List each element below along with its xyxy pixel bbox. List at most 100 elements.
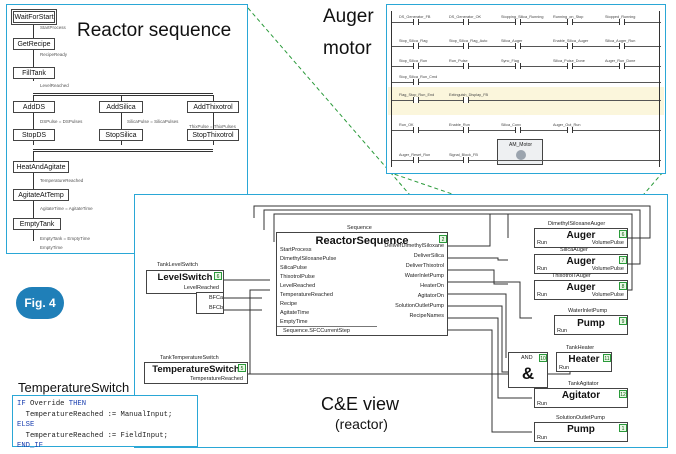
ladder-contact[interactable]	[515, 127, 521, 133]
ladder-contact[interactable]	[463, 127, 469, 133]
ladder-contact[interactable]	[413, 19, 419, 25]
ladder-contact[interactable]	[463, 157, 469, 163]
ladder-contact-label: Silica_Auger	[501, 39, 523, 43]
reactor-sequence-title: Reactor sequence	[77, 20, 232, 41]
heater-type: Heater	[568, 354, 600, 365]
ladder-contact[interactable]	[413, 97, 419, 103]
reactor-sequence-footer: Sequence.SFCCurrentStep	[283, 328, 350, 334]
ladder-contact[interactable]	[463, 97, 469, 103]
step-wait-for-start[interactable]: WaitForStart	[13, 11, 55, 23]
and-gate-type: AND	[521, 355, 533, 361]
and-gate-symbol: &	[521, 364, 535, 383]
ladder-contact-label: Run_OK	[399, 123, 414, 127]
auger1-input: Run	[537, 240, 548, 246]
ladder-contact[interactable]	[515, 43, 521, 49]
trn-ds-pulse: DSPulse = DSPulses	[40, 119, 83, 124]
ladder-contact[interactable]	[619, 19, 625, 25]
step-empty-tank[interactable]: EmptyTank	[13, 218, 61, 230]
pump1-instance: WaterInletPump	[568, 308, 608, 314]
ladder-contact[interactable]	[413, 127, 419, 133]
and-gate-block[interactable]: AND 10 &	[508, 352, 548, 388]
auger-title-2: motor	[323, 38, 372, 59]
step-stop-ds[interactable]: StopDS	[13, 129, 55, 141]
ladder-contact-label: Stopping_Silica_Running	[501, 15, 544, 19]
level-switch-number: 6	[214, 272, 222, 280]
rs-input-pin: EmptyTime	[280, 319, 308, 325]
step-add-silica[interactable]: AddSilica	[99, 101, 143, 113]
code-line: TemperatureReached := FieldInput;	[17, 431, 193, 442]
agitator-block[interactable]: Agitator 12 Run	[534, 388, 628, 408]
auger1-output: VolumePulse	[591, 240, 624, 246]
level-switch-block[interactable]: LevelSwitch 6 LevelReached	[146, 270, 224, 294]
code-keyword: IF	[17, 400, 26, 408]
rs-input-pin: AgitateTime	[280, 310, 310, 316]
ladder-contact[interactable]	[463, 63, 469, 69]
ladder-contact[interactable]	[567, 127, 573, 133]
step-get-recipe[interactable]: GetRecipe	[13, 38, 55, 50]
ladder-contact[interactable]	[515, 63, 521, 69]
ladder-contact-label: Enable_Run	[449, 123, 470, 127]
agitator-instance: TankAgitator	[568, 381, 599, 387]
step-agitate-at-temp[interactable]: AgitateAtTemp	[13, 189, 69, 201]
step-stop-silica[interactable]: StopSilica	[99, 129, 143, 141]
auger2-block[interactable]: Auger 7 Run VolumePulse	[534, 254, 628, 274]
step-fill-tank[interactable]: FillTank	[13, 67, 55, 79]
rs-output-pin: HeaterOn	[420, 283, 444, 289]
ladder-contact[interactable]	[567, 63, 573, 69]
heater-block[interactable]: Heater 11 Run	[556, 352, 612, 372]
ladder-contact[interactable]	[619, 43, 625, 49]
auger3-block[interactable]: Auger 8 Run VolumePulse	[534, 280, 628, 300]
ladder-contact[interactable]	[567, 43, 573, 49]
ladder-rail	[391, 11, 392, 167]
pump2-input: Run	[537, 435, 548, 441]
ladder-rung	[391, 160, 661, 161]
ladder-rung	[391, 130, 661, 131]
code-keyword: THEN	[68, 400, 87, 408]
heater-number: 11	[603, 354, 611, 362]
temperature-switch-output: TemperatureReached	[190, 376, 243, 382]
and-gate-number: 10	[539, 354, 547, 362]
temperature-code-title: TemperatureSwitch	[18, 380, 130, 395]
step-add-thixotrol[interactable]: AddThixotrol	[187, 101, 239, 113]
temperature-switch-type: TemperatureSwitch	[152, 364, 240, 375]
ladder-contact[interactable]	[515, 19, 521, 25]
ladder-rail	[659, 11, 660, 167]
branch-2	[121, 95, 122, 145]
ladder-contact[interactable]	[567, 19, 573, 25]
ladder-contact[interactable]	[413, 63, 419, 69]
am-motor-title: AM_Motor	[509, 142, 533, 148]
step-stop-thixotrol[interactable]: StopThixotrol	[187, 129, 239, 141]
rs-output-pin: DeliverSilica	[413, 253, 444, 259]
auger3-output: VolumePulse	[591, 292, 624, 298]
pump1-block[interactable]: Pump 9 Run	[554, 315, 628, 335]
temperature-switch-block[interactable]: TemperatureSwitch 5 TemperatureReached	[144, 362, 248, 384]
motor-icon	[516, 150, 526, 160]
pump2-block[interactable]: Pump 1 Run	[534, 422, 628, 442]
ladder-contact[interactable]	[413, 43, 419, 49]
code-line: END_IF	[17, 441, 193, 452]
ladder-contact[interactable]	[619, 63, 625, 69]
auger2-input: Run	[537, 266, 548, 272]
rs-output-pin: RecipeNames	[409, 313, 444, 319]
step-heat-and-agitate[interactable]: HeatAndAgitate	[13, 161, 69, 173]
figure-badge: Fig. 4	[16, 287, 64, 319]
ladder-contact[interactable]	[413, 157, 419, 163]
auger1-block[interactable]: Auger 6 Run VolumePulse	[534, 228, 628, 248]
step-add-ds[interactable]: AddDS	[13, 101, 55, 113]
ladder-contact[interactable]	[463, 19, 469, 25]
pump1-input: Run	[557, 328, 568, 334]
rs-input-pin: Recipe	[280, 301, 298, 307]
pump2-instance: SolutionOutletPump	[556, 415, 605, 421]
branch-3	[213, 95, 214, 145]
rs-input-pin: SilicaPulse	[280, 265, 307, 271]
auger3-type: Auger	[566, 282, 596, 293]
ladder-contact-label: Silica_Pulse_Done	[553, 59, 585, 63]
bfc-block[interactable]: BFCa BFCb	[196, 292, 224, 314]
ladder-contact-label: Flag_Stop_Run_End	[399, 93, 435, 97]
ladder-contact[interactable]	[463, 43, 469, 49]
code-line: ELSE	[17, 420, 193, 431]
ladder-contact[interactable]	[413, 79, 419, 85]
auger2-number: 7	[619, 256, 627, 264]
